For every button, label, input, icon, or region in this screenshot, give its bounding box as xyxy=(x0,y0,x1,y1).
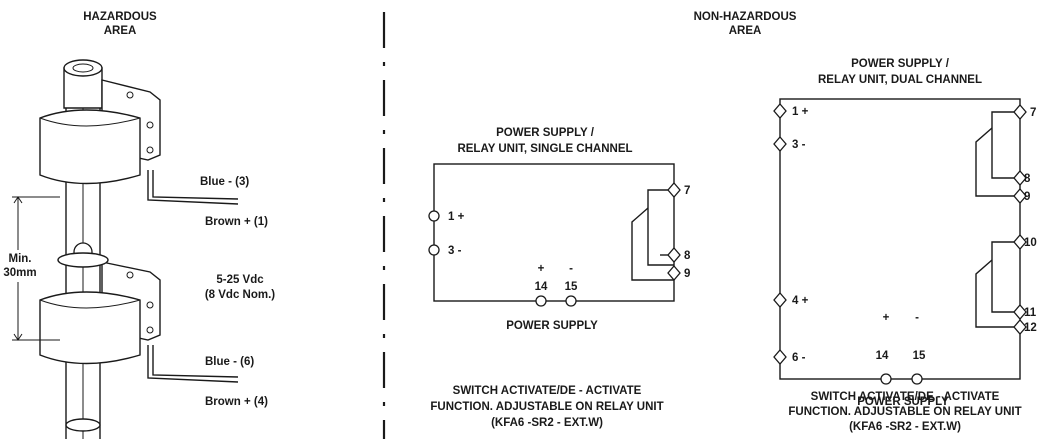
lower-switch-clamp xyxy=(39,252,161,365)
dual-channel-footer: SWITCH ACTIVATE/DE - ACTIVATE FUNCTION. … xyxy=(765,390,1043,435)
dual-terminal-7 xyxy=(1013,104,1027,120)
single-plus-sign: + xyxy=(538,263,545,275)
dual-channel-box xyxy=(779,98,1021,380)
dual-terminal-6-label: 6 - xyxy=(792,352,806,364)
dual-channel-title-line2: RELAY UNIT, DUAL CHANNEL xyxy=(818,74,982,86)
single-terminal-9 xyxy=(667,265,681,281)
dual-relay2-common-wire xyxy=(991,241,1020,313)
upper-switch-clamp xyxy=(39,59,161,185)
hazardous-area-title-line2: AREA xyxy=(104,25,137,37)
dual-plus-sign: + xyxy=(883,312,890,324)
dual-terminal-1 xyxy=(773,103,787,119)
lower-blue-wire-label: Blue - (6) xyxy=(205,356,254,368)
single-terminal-3 xyxy=(428,244,440,256)
dual-terminal-7-label: 7 xyxy=(1030,107,1036,119)
dual-channel-unit: POWER SUPPLY / RELAY UNIT, DUAL CHANNEL … xyxy=(773,58,1037,408)
non-hazardous-area-title-line2: AREA xyxy=(729,25,762,37)
supply-voltage-label: 5-25 Vdc xyxy=(216,274,264,286)
hazardous-area-title-line1: HAZARDOUS xyxy=(83,11,157,23)
single-relay-switch xyxy=(631,207,649,238)
dual-terminal-4 xyxy=(773,292,787,308)
single-terminal-14-label: 14 xyxy=(535,281,548,293)
dual-terminal-15-label: 15 xyxy=(913,350,926,362)
dual-terminal-9-label: 9 xyxy=(1024,191,1030,203)
single-terminal-8 xyxy=(667,247,681,263)
dual-terminal-11 xyxy=(1013,304,1027,320)
upper-brown-wire-label: Brown + (1) xyxy=(205,216,268,228)
lower-brown-wire-label: Brown + (4) xyxy=(205,396,268,408)
single-terminal-1 xyxy=(428,210,440,222)
min-label-line1: Min. xyxy=(9,253,32,265)
min-distance-dimension: Min. 30mm xyxy=(2,196,60,341)
dual-footer-line3: (KFA6 -SR2 - EXT.W) xyxy=(849,421,961,433)
single-footer-line3: (KFA6 -SR2 - EXT.W) xyxy=(491,417,603,429)
single-terminal-9-label: 9 xyxy=(684,268,690,280)
dual-terminal-14 xyxy=(880,373,892,385)
dual-footer-line1: SWITCH ACTIVATE/DE - ACTIVATE xyxy=(810,391,1000,403)
hazardous-area-section: HAZARDOUS AREA xyxy=(2,11,275,439)
dual-relay1-switch xyxy=(975,127,993,158)
dual-channel-title-line1: POWER SUPPLY / xyxy=(851,58,950,70)
dual-terminal-15 xyxy=(911,373,923,385)
single-footer-line1: SWITCH ACTIVATE/DE - ACTIVATE xyxy=(453,385,642,397)
dual-terminal-9 xyxy=(1013,188,1027,204)
dual-terminal-1-label: 1 + xyxy=(792,106,809,118)
dual-footer-line2: FUNCTION. ADJUSTABLE ON RELAY UNIT xyxy=(788,406,1022,418)
dual-power-supply-label: POWER SUPPLY xyxy=(857,396,949,408)
single-terminal-14 xyxy=(535,295,547,307)
dual-terminal-3 xyxy=(773,136,787,152)
dual-terminal-4-label: 4 + xyxy=(792,295,809,307)
dual-terminal-10-label: 10 xyxy=(1024,237,1037,249)
dual-terminal-6 xyxy=(773,349,787,365)
supply-voltage-nominal: (8 Vdc Nom.) xyxy=(205,289,275,301)
non-hazardous-area-title-line1: NON-HAZARDOUS xyxy=(694,11,797,23)
single-footer-line2: FUNCTION. ADJUSTABLE ON RELAY UNIT xyxy=(430,401,663,413)
dual-terminal-3-label: 3 - xyxy=(792,139,806,151)
single-power-supply-label: POWER SUPPLY xyxy=(506,320,598,332)
single-minus-sign: - xyxy=(569,263,573,275)
dual-minus-sign: - xyxy=(915,312,919,324)
min-label-line2: 30mm xyxy=(3,267,36,279)
single-terminal-7-label: 7 xyxy=(684,185,690,197)
single-channel-box xyxy=(433,163,675,302)
single-terminal-7 xyxy=(667,182,681,198)
dual-terminal-14-label: 14 xyxy=(876,350,889,362)
dual-relay1-common-wire xyxy=(991,111,1020,179)
dual-relay2-switch xyxy=(975,259,993,290)
dual-terminal-10 xyxy=(1013,234,1027,250)
single-channel-unit: POWER SUPPLY / RELAY UNIT, SINGLE CHANNE… xyxy=(428,127,691,429)
single-terminal-8-label: 8 xyxy=(684,250,691,262)
dual-terminal-11-label: 11 xyxy=(1024,307,1037,319)
lower-cable xyxy=(147,345,239,383)
dual-terminal-8 xyxy=(1013,170,1027,186)
upper-blue-wire-label: Blue - (3) xyxy=(200,176,249,188)
dual-terminal-12 xyxy=(1013,319,1027,335)
single-relay-common-wire xyxy=(647,189,674,266)
single-channel-title-line1: POWER SUPPLY / xyxy=(496,127,595,139)
single-terminal-15-label: 15 xyxy=(565,281,578,293)
single-terminal-15 xyxy=(565,295,577,307)
single-terminal-1-label: 1 + xyxy=(448,211,465,223)
upper-cable xyxy=(147,170,239,205)
single-terminal-3-label: 3 - xyxy=(448,245,462,257)
single-channel-title-line2: RELAY UNIT, SINGLE CHANNEL xyxy=(457,143,632,155)
dual-terminal-12-label: 12 xyxy=(1024,322,1037,334)
dual-terminal-8-label: 8 xyxy=(1024,173,1031,185)
